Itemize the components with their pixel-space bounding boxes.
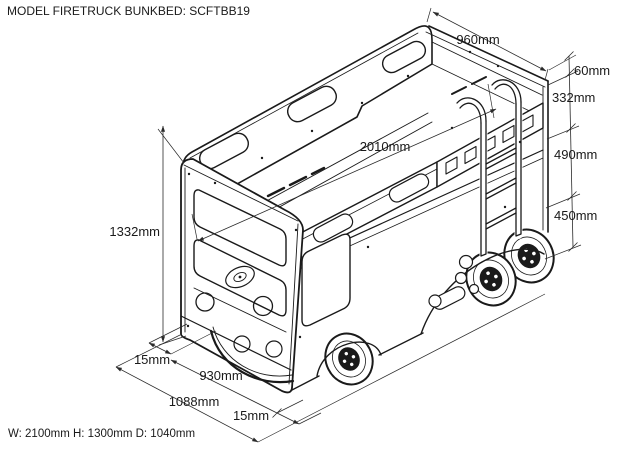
rear-side-details xyxy=(428,254,480,310)
steering-wheel xyxy=(225,265,255,289)
headlight-left xyxy=(195,292,215,312)
top-bunk-near-rail xyxy=(294,161,438,262)
dim-label-overall-width: 1088mm xyxy=(169,394,220,409)
dim-label-front-thickness: 15mm xyxy=(134,352,170,367)
front-wheel xyxy=(324,332,374,386)
cab xyxy=(180,158,304,394)
dim-label-rail-cap: 60mm xyxy=(574,63,610,78)
dim-label-front-inner-width: 930mm xyxy=(199,368,242,383)
dim-label-rear-thickness: 15mm xyxy=(233,408,269,423)
dimension-right-chain: 60mm 332mm 490mm 450mm xyxy=(544,51,610,260)
front-wheel-arch xyxy=(316,341,382,377)
dimension-2010: 2010mm xyxy=(191,83,497,242)
rear-wheel-outer xyxy=(465,251,517,307)
rear-wheel-arch xyxy=(420,248,545,335)
ladder-hooks xyxy=(456,79,522,124)
overall-size-summary: W: 2100mm H: 1300mm D: 1040mm xyxy=(8,428,195,440)
dim-label-top-width: 960mm xyxy=(456,32,499,47)
bumper-light-right xyxy=(265,340,283,358)
dim-label-lower-section: 450mm xyxy=(554,208,597,223)
dim-label-head-panel: 332mm xyxy=(552,90,595,105)
rail-handhold-cutout xyxy=(381,40,427,74)
dim-label-bed-length: 2010mm xyxy=(360,139,411,154)
page-title: MODEL FIRETRUCK BUNKBED: SCFTBB19 xyxy=(7,4,250,18)
dimension-960: 960mm xyxy=(426,7,549,81)
headlight-right xyxy=(252,295,274,317)
dimension-1332: 1332mm xyxy=(109,125,187,346)
dimension-bottom-chain: 15mm 930mm 1088mm 15mm xyxy=(115,293,546,443)
bumper-light-left xyxy=(233,335,251,353)
dim-label-overall-height: 1332mm xyxy=(109,224,160,239)
ladder-rungs xyxy=(485,147,517,230)
dim-label-upper-section: 490mm xyxy=(554,147,597,162)
